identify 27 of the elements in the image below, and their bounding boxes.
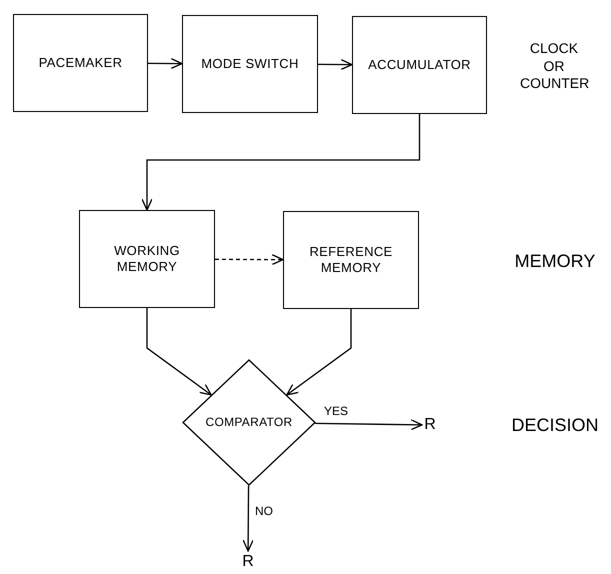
arrow [242, 486, 254, 552]
diamond-label: COMPARATOR [205, 415, 292, 430]
decision-diamond [182, 359, 316, 486]
box-label: ACCUMULATOR [368, 56, 471, 74]
arrow [148, 58, 183, 70]
edge-label: NO [254, 505, 274, 517]
box-label: PACEMAKER [38, 54, 122, 72]
box-label: REFERENCE MEMORY [308, 244, 394, 276]
arrow [286, 309, 352, 396]
process-box [182, 15, 318, 113]
box-label: WORKING MEMORY [113, 242, 181, 276]
dashed-arrow [215, 254, 284, 266]
arrow [146, 308, 212, 396]
response-label: R [240, 551, 256, 573]
arrow [318, 58, 353, 70]
edge-label: YES [323, 405, 350, 417]
stage-label: CLOCK OR COUNTER [520, 40, 588, 92]
box-label: MODE SWITCH [201, 56, 299, 72]
process-box [283, 211, 419, 309]
response-label: R [422, 414, 438, 436]
arrow [315, 419, 423, 430]
process-box [79, 210, 215, 308]
stage-label: DECISION [510, 414, 600, 436]
arrow [141, 114, 420, 211]
process-box [352, 16, 487, 114]
process-box [13, 14, 148, 112]
stage-label: MEMORY [514, 250, 596, 272]
